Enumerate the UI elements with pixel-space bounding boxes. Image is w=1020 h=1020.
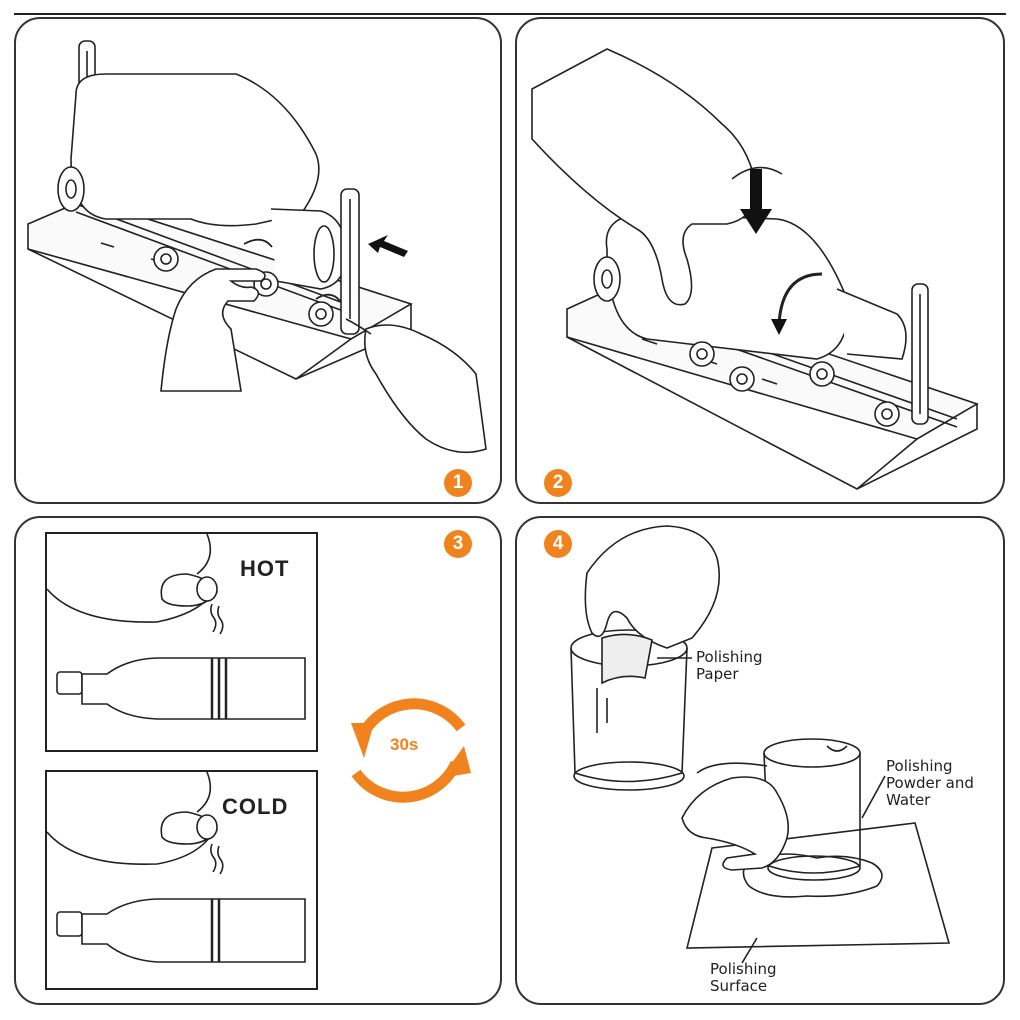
polishing-surface-label: Polishing Surface	[710, 960, 777, 995]
top-rule	[14, 13, 1006, 15]
polishing-paper-label: Polishing Paper	[696, 648, 763, 683]
cold-label: COLD	[222, 794, 289, 819]
bottle-rotating-illustration	[531, 48, 979, 490]
step-4-panel: 4 Polis	[515, 516, 1005, 1005]
cold-pour-illustration	[47, 772, 306, 963]
hot-water-inset: HOT	[45, 532, 318, 752]
step-badge-2: 2	[544, 469, 572, 497]
cold-water-inset: COLD	[45, 770, 318, 990]
timer-label: 30s	[390, 735, 419, 754]
polishing-illustration	[570, 525, 951, 964]
polishing-powder-label: Polishing Powder and Water	[886, 757, 974, 809]
hot-pour-illustration	[47, 534, 306, 720]
step-2-panel: 2	[515, 17, 1005, 504]
step-badge-4: 4	[544, 530, 572, 558]
step-1-panel: 1	[14, 17, 502, 504]
hot-label: HOT	[240, 556, 290, 581]
step-badge-1: 1	[444, 469, 472, 497]
step-3-panel: 3 HOT COLD	[14, 516, 502, 1005]
step-badge-3: 3	[444, 530, 472, 558]
cycle-arrows-icon	[351, 698, 471, 803]
bottle-cutter-scoring-illustration	[27, 40, 487, 454]
